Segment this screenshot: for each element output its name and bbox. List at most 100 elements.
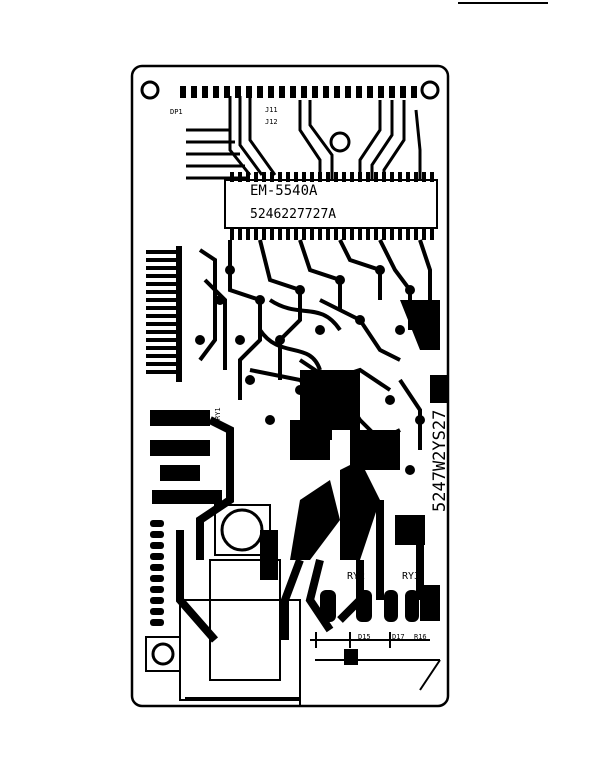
ic-pin [302, 172, 306, 182]
solder-pad [215, 295, 225, 305]
ic-pin [398, 172, 402, 182]
comb-finger [146, 346, 176, 350]
connector-pin [367, 86, 373, 98]
left-edge-components [150, 520, 164, 626]
ic-pin [310, 228, 314, 240]
edge-component [150, 542, 164, 549]
model-label: EM-5540A [250, 183, 318, 199]
connector-pin [312, 86, 318, 98]
comb-finger [146, 266, 176, 270]
ic-pin [254, 172, 258, 182]
ic-pin [390, 172, 394, 182]
edge-component [150, 520, 164, 527]
solder-pad [375, 265, 385, 275]
ic-pin [278, 228, 282, 240]
solder-pad [415, 415, 425, 425]
connector-pin [290, 86, 296, 98]
ic-pin [238, 228, 242, 240]
comb-finger [146, 282, 176, 286]
solder-pad [275, 335, 285, 345]
ic-pin [326, 228, 330, 240]
ic-pin [254, 228, 258, 240]
diode-label-r16: R16 [414, 633, 427, 641]
left-connector-comb [146, 246, 182, 382]
comb-finger [146, 338, 176, 342]
solder-pad [385, 395, 395, 405]
ic-pin [294, 172, 298, 182]
comb-finger [146, 258, 176, 262]
ic-pin [430, 228, 434, 240]
part-number-label: 5246227727A [250, 207, 336, 222]
ic-pin [318, 172, 322, 182]
ic-pin [366, 228, 370, 240]
ic-pin [430, 172, 434, 182]
ic-pin [350, 228, 354, 240]
connector-pin [301, 86, 307, 98]
ic-pin [246, 172, 250, 182]
relay-block [320, 585, 440, 622]
connector-pin [400, 86, 406, 98]
connector-pin [224, 86, 230, 98]
top-connector-pins [180, 86, 417, 98]
ic-pin [374, 172, 378, 182]
relay-label-ry3: RY3 [402, 571, 420, 582]
connector-pin [356, 86, 362, 98]
ic-pin [382, 228, 386, 240]
ic-pin [278, 172, 282, 182]
power-section [150, 300, 448, 580]
comb-finger [146, 274, 176, 278]
solder-pad [355, 315, 365, 325]
comb-finger [146, 314, 176, 318]
ic-pin [270, 172, 274, 182]
ic-pin [358, 172, 362, 182]
comb-finger [146, 370, 176, 374]
ic-pin [294, 228, 298, 240]
ic-pin [230, 172, 234, 182]
connector-pin [378, 86, 384, 98]
comb-spine [176, 246, 182, 382]
ic-pin [302, 228, 306, 240]
edge-component [150, 553, 164, 560]
ic-pin [230, 228, 234, 240]
ic-pin [270, 228, 274, 240]
ic-pin [318, 228, 322, 240]
connector-pin [345, 86, 351, 98]
connector-pin [235, 86, 241, 98]
ic-pin [406, 172, 410, 182]
relay-label-ry2: RY2 [347, 571, 365, 582]
vertical-board-code: 5247W2YS27 [430, 410, 450, 512]
jumper-label-1: J11 [265, 106, 278, 114]
connector-pin [202, 86, 208, 98]
solder-pad [295, 285, 305, 295]
ic-pin [326, 172, 330, 182]
ic-pin [374, 228, 378, 240]
comb-finger [146, 354, 176, 358]
ic-pin [350, 172, 354, 182]
comb-finger [146, 290, 176, 294]
upper-trace-bundle [186, 96, 422, 180]
solder-pad [245, 375, 255, 385]
ic-pin [342, 172, 346, 182]
ic-pin [414, 228, 418, 240]
comb-finger [146, 298, 176, 302]
solder-pad [395, 325, 405, 335]
connector-pin [257, 86, 263, 98]
fuse-holder [145, 636, 181, 672]
edge-component [150, 597, 164, 604]
connector-pin [246, 86, 252, 98]
connector-pin [334, 86, 340, 98]
bottom-trace [185, 697, 301, 706]
ic-pin [398, 228, 402, 240]
ic-pin [422, 172, 426, 182]
comb-finger [146, 362, 176, 366]
connector-pin [279, 86, 285, 98]
edge-component [150, 531, 164, 538]
ic-pin [414, 172, 418, 182]
ic-pin [334, 228, 338, 240]
ic-pin [246, 228, 250, 240]
solder-pad [265, 415, 275, 425]
header-line [458, 2, 548, 4]
comb-finger [146, 250, 176, 254]
edge-component [150, 564, 164, 571]
